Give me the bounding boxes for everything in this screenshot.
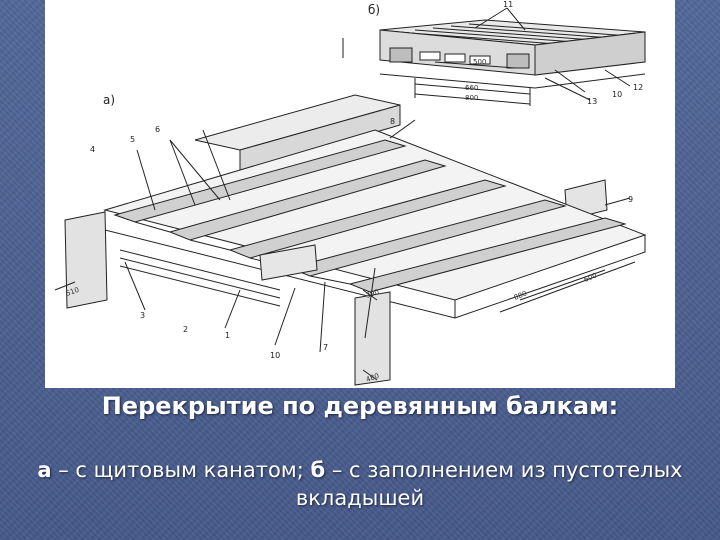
label-b: б bbox=[310, 458, 326, 482]
label-a: а bbox=[37, 458, 52, 482]
slide-subtitle: а – с щитовым канатом; б – с заполнением… bbox=[10, 456, 710, 512]
slide-title: Перекрытие по деревянным балкам: bbox=[101, 392, 619, 420]
isometric-drawing: б) а) 11 12 13 10 500 660 800 1 2 3 4 5 … bbox=[54, 0, 647, 386]
callout-5: 5 bbox=[130, 135, 135, 144]
callout-6: 6 bbox=[155, 125, 160, 134]
panel-a-label: а) bbox=[103, 93, 115, 107]
callout-2: 2 bbox=[183, 325, 188, 334]
callout-8: 8 bbox=[390, 117, 395, 126]
dim-800: 800 bbox=[465, 94, 478, 102]
label-a-text: – с щитовым канатом; bbox=[51, 458, 311, 482]
callout-3: 3 bbox=[140, 311, 145, 320]
callout-9: 9 bbox=[628, 195, 633, 204]
panel-b-label: б) bbox=[368, 3, 380, 17]
dim-660: 660 bbox=[465, 84, 478, 92]
dim-500: 500 bbox=[473, 58, 486, 66]
floor-diagram-figure: б) а) 11 12 13 10 500 660 800 1 2 3 4 5 … bbox=[45, 0, 675, 388]
callout-11: 11 bbox=[503, 0, 513, 9]
callout-7: 7 bbox=[323, 343, 328, 352]
callout-13: 13 bbox=[587, 97, 597, 106]
callout-10b: 10 bbox=[612, 90, 622, 99]
callout-4: 4 bbox=[90, 145, 95, 154]
callout-1: 1 bbox=[225, 331, 230, 340]
callout-10a: 10 bbox=[270, 351, 280, 360]
callout-12: 12 bbox=[633, 83, 643, 92]
label-b-text: – с заполнением из пустотелых вкладышей bbox=[295, 458, 683, 510]
